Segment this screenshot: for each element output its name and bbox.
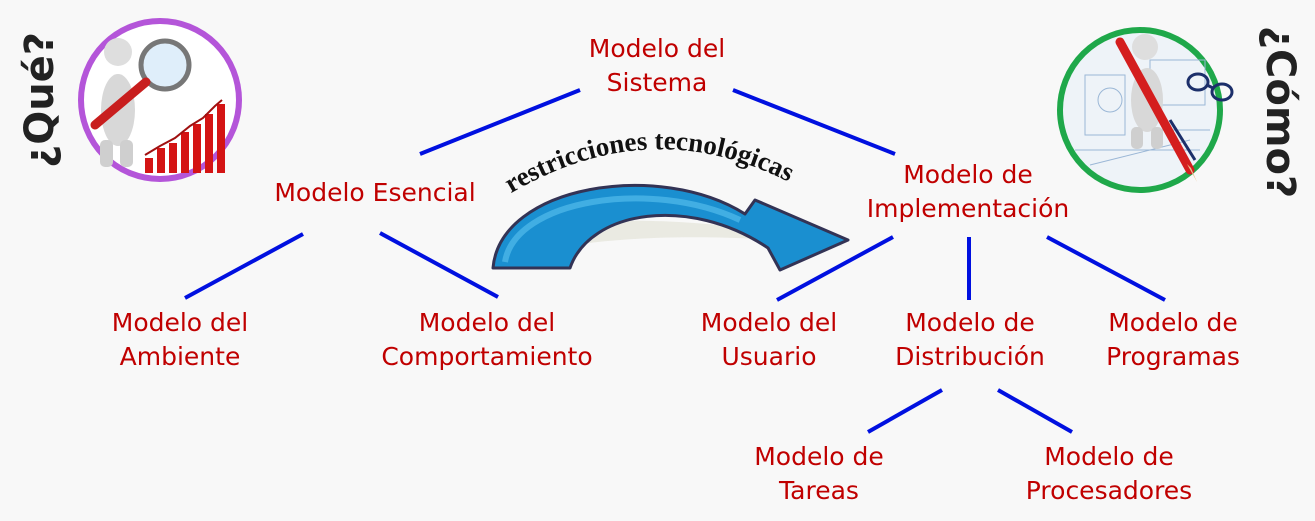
node-line: Modelo de [905,308,1035,337]
node-line: Modelo de [754,442,884,471]
edge-implementacion-usuario [776,235,894,302]
node-line: Ambiente [119,342,241,371]
node-modelo-comportamiento: Modelo del Comportamiento [381,306,592,374]
node-modelo-procesadores: Modelo de Procesadores [1026,440,1192,508]
node-line: Modelo de [1108,308,1238,337]
node-line: Implementación [866,194,1070,223]
node-line: Sistema [606,68,708,97]
node-line: Distribución [895,342,1045,371]
node-line: Modelo del [418,308,556,337]
node-modelo-programas: Modelo de Programas [1106,306,1240,374]
node-line: Programas [1106,342,1240,371]
node-line: Comportamiento [381,342,593,371]
node-modelo-tareas: Modelo de Tareas [754,440,884,508]
edge-distribucion-tareas [867,388,943,434]
node-line: Modelo del [588,34,726,63]
node-modelo-ambiente: Modelo del Ambiente [112,306,249,374]
node-line: Modelo del [700,308,838,337]
edge-distribucion-procesadores [997,388,1073,434]
side-label-como: ¿Cómo? [1257,25,1303,199]
node-modelo-esencial: Modelo Esencial [274,176,475,210]
node-line: Tareas [779,476,859,505]
blueprint-pencil-icon [1057,27,1234,193]
node-line: Modelo de [903,160,1033,189]
curved-arrow-icon [491,183,850,272]
node-line: Modelo de [1044,442,1174,471]
node-line: Modelo Esencial [274,178,476,207]
node-modelo-sistema: Modelo del Sistema [589,32,726,100]
edge-esencial-ambiente [184,232,304,300]
side-label-que: ¿Qué? [17,31,63,169]
magnifier-analyst-icon [78,18,242,182]
edge-sistema-esencial [419,88,581,156]
edge-implementacion-programas [1046,235,1166,302]
edge-sistema-implementacion [732,88,896,156]
node-modelo-implementacion: Modelo de Implementación [867,158,1069,226]
node-line: Modelo del [111,308,249,337]
node-line: Usuario [721,342,817,371]
node-modelo-distribucion: Modelo de Distribución [895,306,1045,374]
node-line: Procesadores [1025,476,1193,505]
edge-esencial-comportamiento [379,231,499,299]
node-modelo-usuario: Modelo del Usuario [701,306,838,374]
